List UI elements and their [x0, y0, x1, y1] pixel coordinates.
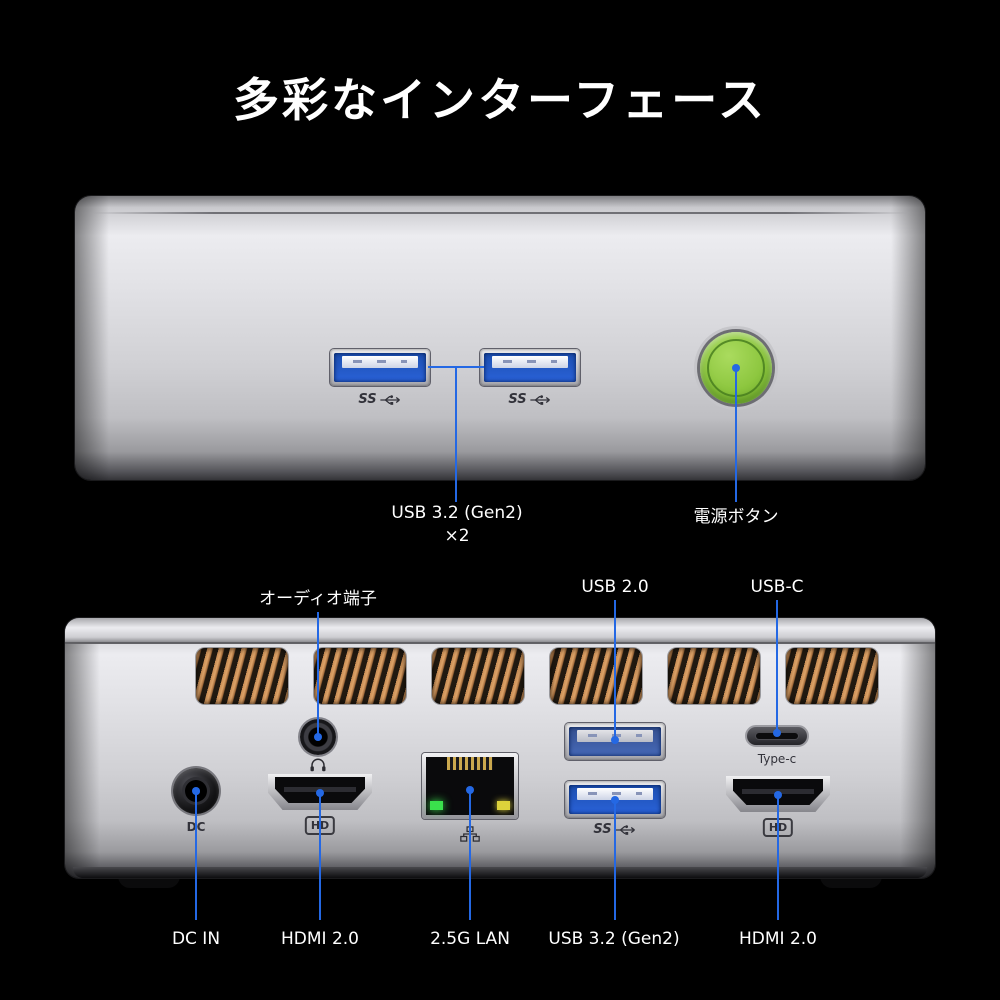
ethernet-pins: [447, 757, 493, 770]
callout-dot-power: [732, 364, 740, 372]
ethernet-port: [422, 753, 518, 819]
back-base-strip: [73, 867, 927, 878]
vent-grille: [432, 648, 524, 704]
callout-line-usb-front: [455, 366, 457, 502]
callout-line-hdmi2: [777, 795, 779, 920]
usb-port-cavity: [334, 353, 426, 382]
usbc-label: USB-C: [750, 577, 804, 597]
audio-jack-label: オーディオ端子: [259, 589, 377, 609]
dc-in-label: DC IN: [171, 929, 221, 949]
type-c-engraved-mark: Type-c: [757, 752, 797, 766]
usb-port-tongue: [342, 356, 418, 369]
usb-port-tongue: [577, 788, 653, 801]
callout-dot-lan: [466, 786, 474, 794]
ss-text: SS: [508, 392, 527, 407]
callout-dot-usbc: [773, 729, 781, 737]
callout-line-power: [735, 368, 737, 502]
lan-led-green: [430, 801, 443, 810]
page-title: 多彩なインターフェース: [233, 73, 767, 127]
hdmi1-label: HDMI 2.0: [281, 929, 359, 949]
callout-dot-usb2: [611, 736, 619, 744]
callout-dot-hdmi2: [774, 791, 782, 799]
power-button-label: 電源ボタン: [693, 507, 779, 527]
usb3-label: USB 3.2 (Gen2): [548, 929, 680, 949]
usb2-label: USB 2.0: [581, 577, 649, 597]
usb-trident-icon: [530, 394, 551, 405]
callout-line-lan: [469, 790, 471, 920]
headphone-icon: [310, 758, 326, 772]
front-usb-label-line1: USB 3.2 (Gen2): [391, 503, 523, 523]
superspeed-usb-mark: SS: [593, 822, 636, 837]
superspeed-usb-mark: SS: [358, 392, 401, 407]
back-lid-edge: [65, 618, 935, 644]
callout-dot-audio: [314, 733, 322, 741]
usb-a-port-front-1: [330, 349, 430, 386]
vent-grille: [786, 648, 878, 704]
callout-line-hdmi1: [319, 793, 321, 920]
usb-trident-icon: [380, 394, 401, 405]
lan-led-yellow: [497, 801, 510, 810]
callout-line-audio: [317, 612, 319, 737]
callout-line-dc: [195, 791, 197, 920]
usb-port-tongue: [492, 356, 568, 369]
usb-a-port-front-2: [480, 349, 580, 386]
hdmi2-label: HDMI 2.0: [739, 929, 817, 949]
superspeed-usb-mark: SS: [508, 392, 551, 407]
front-usb-label-line2: ×2: [444, 525, 470, 546]
front-usb-label: USB 3.2 (Gen2) ×2: [391, 502, 522, 548]
front-lid-seam: [92, 212, 908, 214]
vent-grille: [314, 648, 406, 704]
usb-port-cavity: [484, 353, 576, 382]
callout-line-usb3: [614, 800, 616, 920]
callout-dot-dc: [192, 787, 200, 795]
vent-grille: [196, 648, 288, 704]
ss-text: SS: [358, 392, 377, 407]
callout-line-usbc: [776, 600, 778, 733]
callout-line-usb2: [614, 600, 616, 740]
lan-label: 2.5G LAN: [430, 929, 510, 949]
vent-grille: [550, 648, 642, 704]
vent-grille: [668, 648, 760, 704]
usb-trident-icon: [615, 824, 636, 835]
mini-pc-front-view: [75, 196, 925, 480]
ss-text: SS: [593, 822, 612, 837]
callout-dot-usb3: [611, 796, 619, 804]
callout-dot-hdmi1: [316, 789, 324, 797]
